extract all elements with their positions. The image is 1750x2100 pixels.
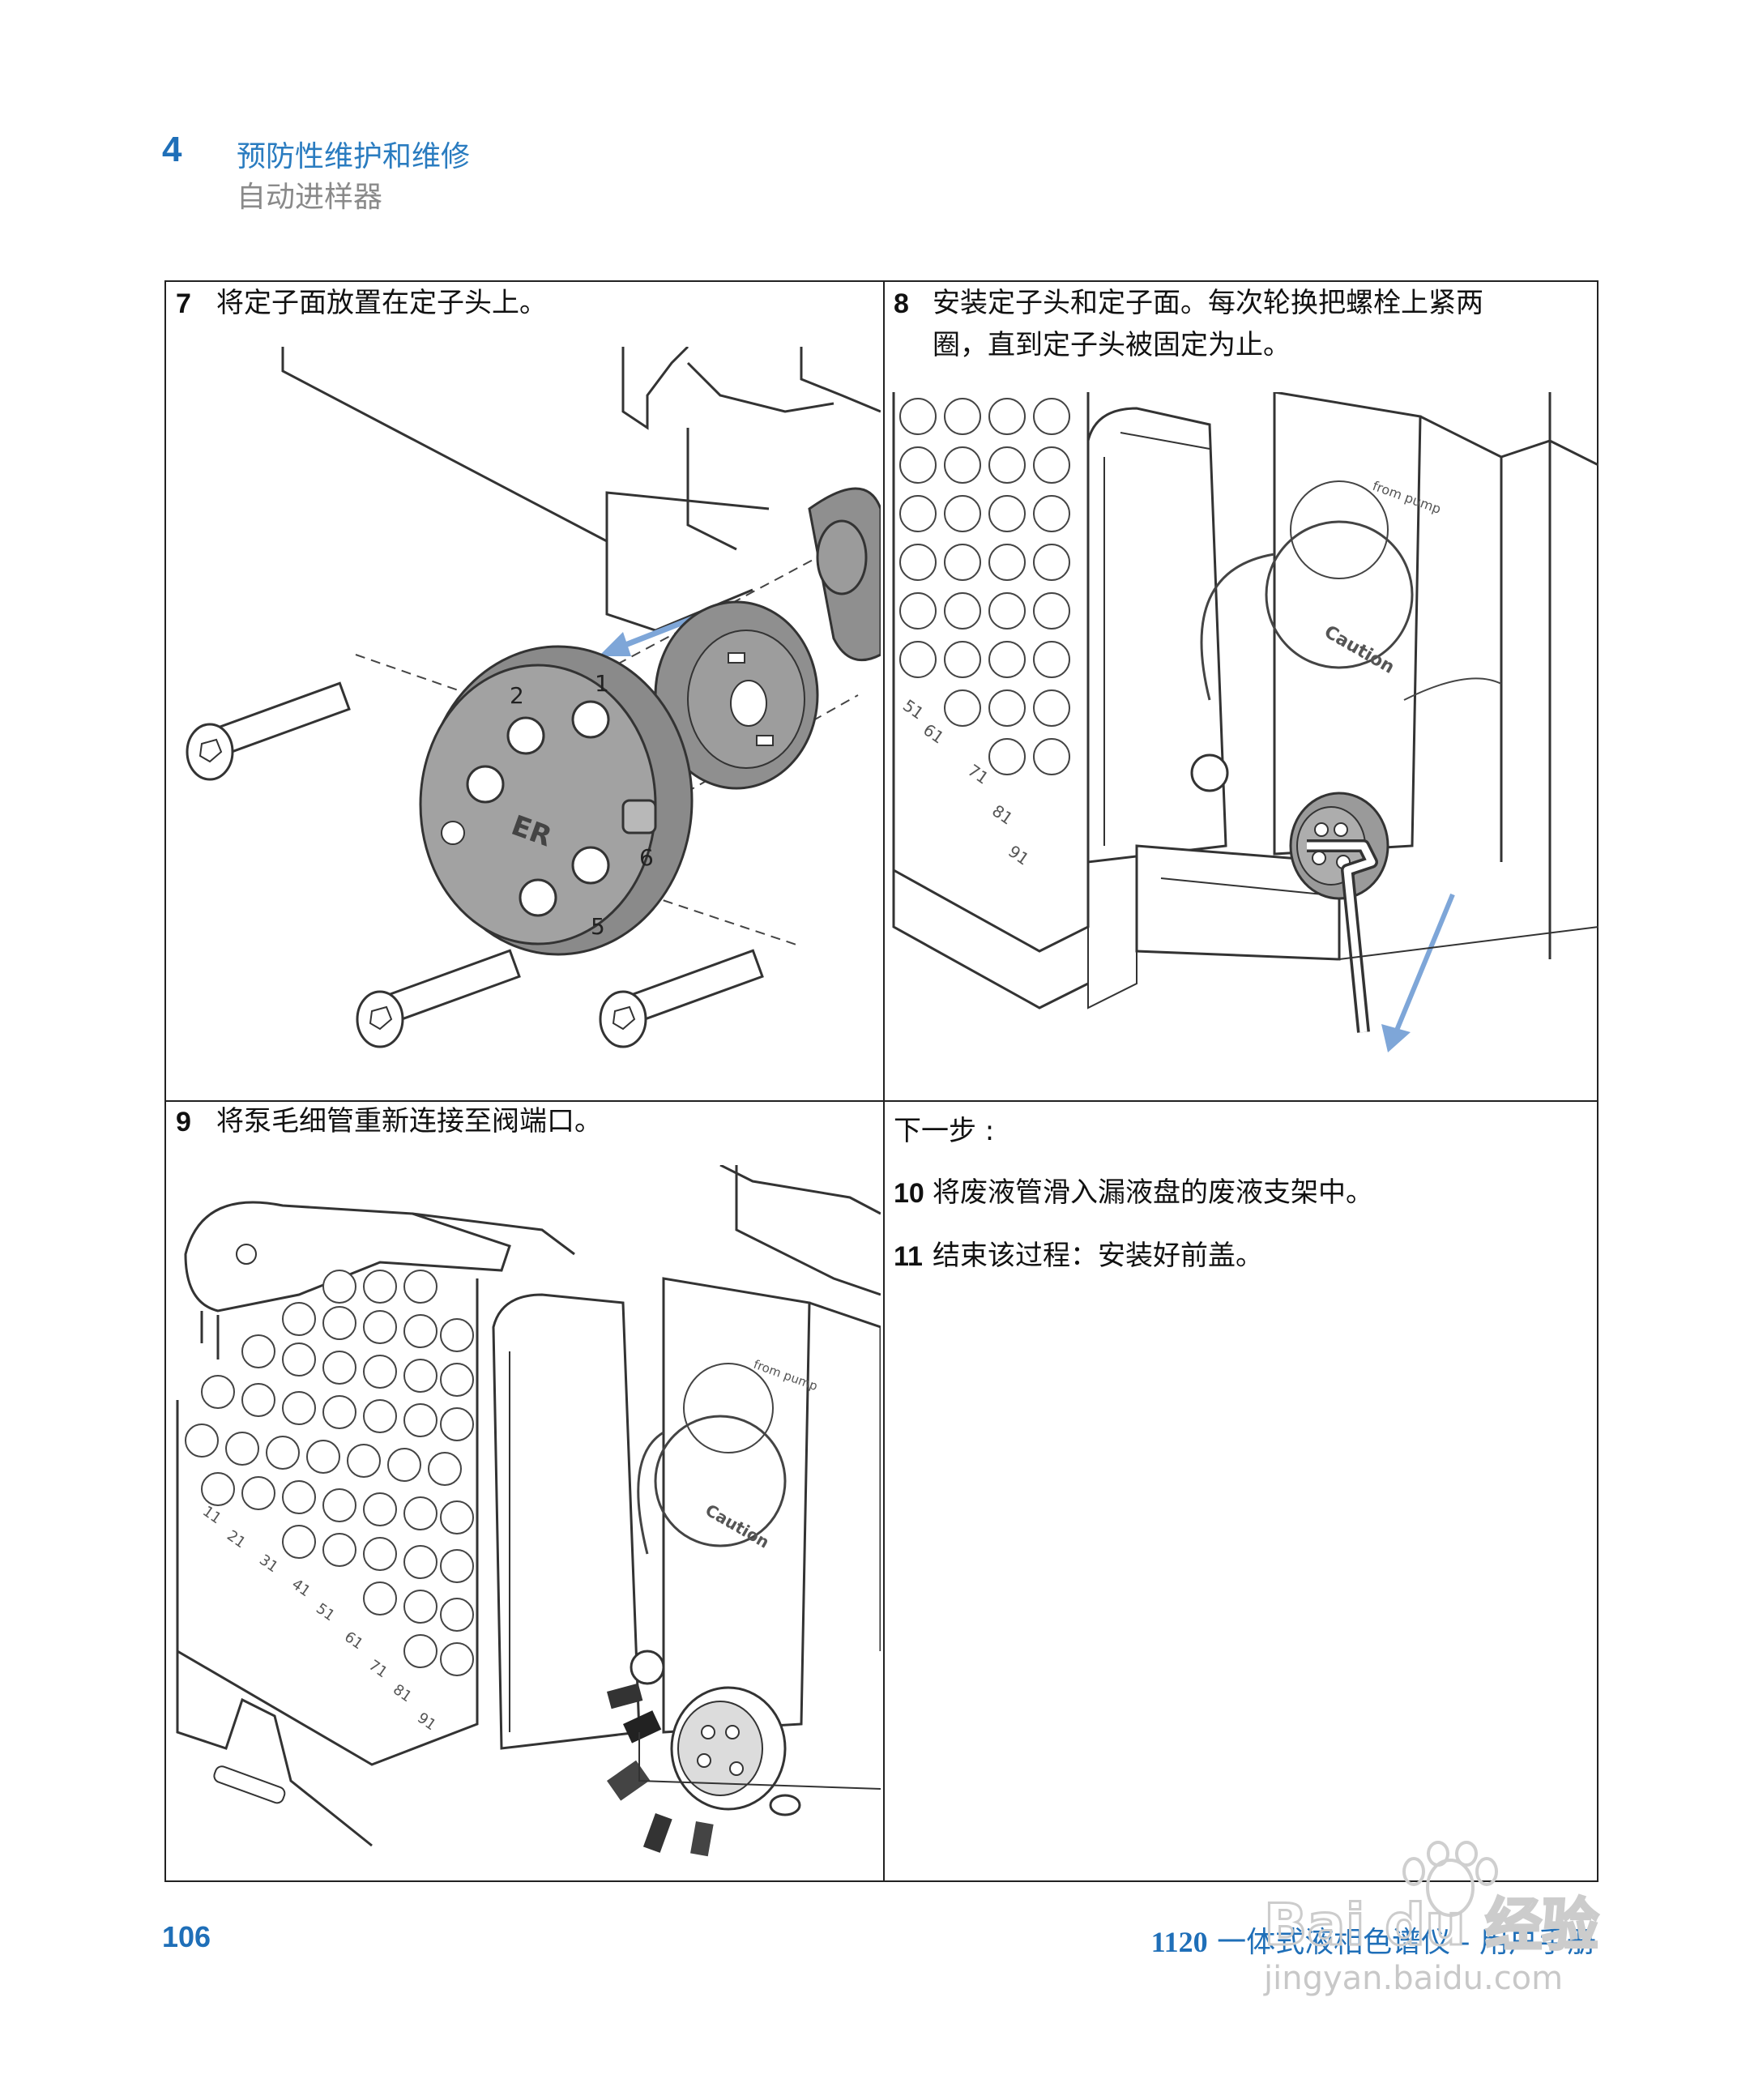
model-number: 1120 bbox=[1150, 1926, 1208, 1958]
next-steps-label: 下一步 : bbox=[894, 1115, 995, 1147]
step-11-number: 11 bbox=[894, 1241, 923, 1272]
step-10-number: 10 bbox=[894, 1178, 924, 1209]
stator-face-illustration: ER 2 1 6 5 bbox=[186, 347, 881, 1048]
tray-label-51: 51 bbox=[899, 695, 928, 723]
port-label-2: 2 bbox=[510, 682, 524, 709]
step-11-text: 结束该过程：安装好前盖。 bbox=[933, 1240, 1263, 1272]
tray-label-41: 41 bbox=[288, 1576, 314, 1600]
svg-text:jingyan.baidu.com: jingyan.baidu.com bbox=[1263, 1960, 1563, 1997]
instruction-grid: 7 将定子面放置在定子头上。 ER bbox=[164, 280, 1598, 1882]
tray-label-11: 11 bbox=[199, 1503, 224, 1527]
grid-divider-horizontal bbox=[166, 1100, 1597, 1102]
bolt-bottom-left bbox=[356, 949, 521, 1048]
reconnect-capillary-illustration: 11 21 31 41 51 61 71 81 91 from pump Cau… bbox=[176, 1165, 881, 1857]
step-8-text-line1: 安装定子头和定子面。每次轮换把螺栓上紧两 bbox=[933, 287, 1483, 319]
tray-label-61b: 61 bbox=[341, 1628, 366, 1653]
step-7-text: 将定子面放置在定子头上。 bbox=[216, 287, 547, 319]
tray-label-91: 91 bbox=[1005, 841, 1033, 869]
tray-label-91b: 91 bbox=[414, 1709, 439, 1734]
step-8-text-line2: 圈，直到定子头被固定为止。 bbox=[933, 329, 1291, 361]
step-9-number: 9 bbox=[176, 1107, 191, 1138]
baidu-watermark-logo: Bai du 经验 jingyan.baidu.com bbox=[1263, 1841, 1600, 1997]
tray-label-21: 21 bbox=[224, 1527, 249, 1552]
bolt-left bbox=[186, 681, 351, 781]
step-8-number: 8 bbox=[894, 288, 909, 319]
bolt-bottom-right bbox=[599, 949, 764, 1048]
tray-label-71b: 71 bbox=[365, 1657, 391, 1681]
tray-label-71: 71 bbox=[964, 760, 992, 788]
tray-label-81: 81 bbox=[988, 800, 1017, 828]
section-title: 自动进样器 bbox=[237, 181, 383, 214]
svg-text:Bai du 经验: Bai du 经验 bbox=[1264, 1892, 1598, 1958]
tray-label-31: 31 bbox=[256, 1552, 281, 1576]
chapter-number: 4 bbox=[162, 130, 182, 169]
tray-label-61: 61 bbox=[920, 719, 948, 747]
document-title: 1120 一体式液相色谱仪 - 用户手册 bbox=[1151, 1919, 1596, 1961]
tray-label-51b: 51 bbox=[313, 1600, 338, 1624]
step-7-number: 7 bbox=[176, 288, 191, 319]
grid-divider-vertical bbox=[883, 282, 885, 1880]
document-title-text: 一体式液相色谱仪 - 用户手册 bbox=[1207, 1926, 1596, 1959]
port-label-6: 6 bbox=[639, 844, 654, 871]
port-label-1: 1 bbox=[595, 670, 609, 697]
install-stator-illustration: 51 61 71 81 91 from pump Caution bbox=[892, 392, 1598, 1052]
chapter-title: 预防性维护和维修 bbox=[237, 140, 471, 173]
step-9-text: 将泵毛细管重新连接至阀端口。 bbox=[216, 1105, 602, 1138]
step-10-text: 将废液管滑入漏液盘的废液支架中。 bbox=[933, 1176, 1373, 1209]
page-number: 106 bbox=[162, 1920, 211, 1953]
port-label-5: 5 bbox=[591, 913, 605, 940]
tray-label-81b: 81 bbox=[390, 1681, 415, 1705]
